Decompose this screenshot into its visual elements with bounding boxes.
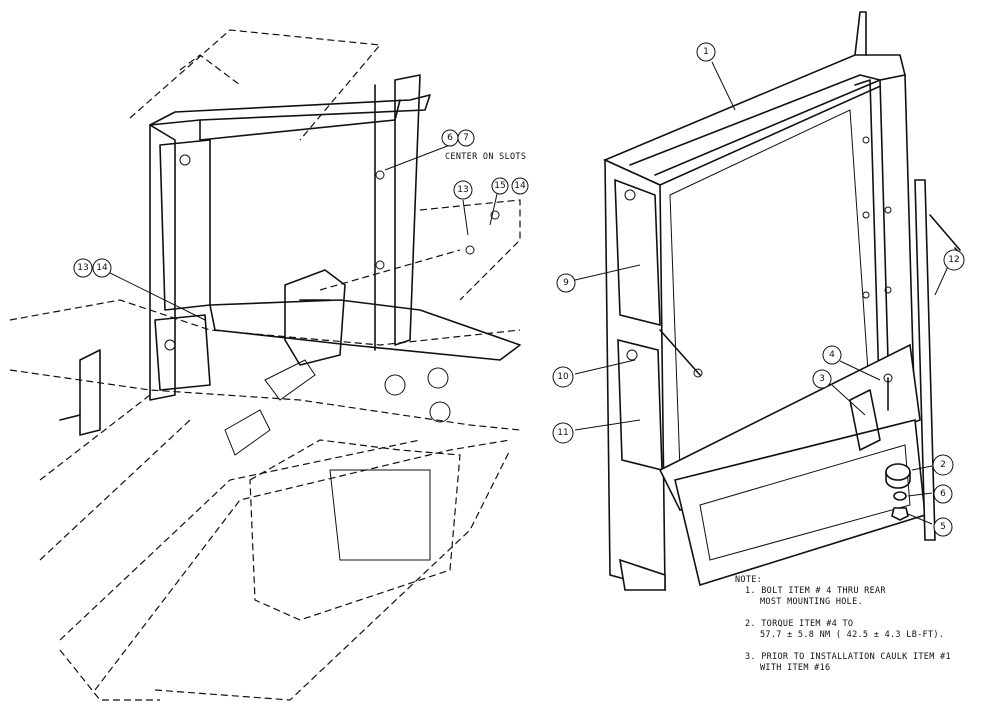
svg-text:3: 3 — [819, 374, 825, 384]
callout-13-top: 13 — [453, 180, 473, 200]
callout-7: 7 — [457, 129, 475, 147]
callout-11: 11 — [552, 422, 574, 444]
svg-text:15: 15 — [494, 181, 505, 191]
note-1-line-2: MOST MOUNTING HOLE. — [760, 597, 863, 607]
assembly-notes: NOTE: 1. BOLT ITEM # 4 THRU REAR MOST MO… — [735, 575, 951, 673]
svg-text:10: 10 — [557, 372, 569, 382]
svg-text:14: 14 — [514, 181, 526, 191]
svg-text:7: 7 — [463, 133, 469, 143]
note-3-line-2: WITH ITEM #16 — [760, 663, 830, 673]
svg-text:2: 2 — [940, 460, 946, 470]
svg-text:9: 9 — [563, 278, 569, 288]
callout-9: 9 — [556, 273, 576, 293]
svg-text:5: 5 — [940, 522, 946, 532]
callout-3: 3 — [812, 369, 832, 389]
callout-6: 6 — [441, 129, 459, 147]
svg-text:13: 13 — [77, 263, 88, 273]
callout-15: 15 — [491, 177, 509, 195]
svg-text:6: 6 — [447, 133, 453, 143]
svg-text:14: 14 — [96, 263, 108, 273]
exploded-shroud — [603, 11, 963, 592]
svg-text:6: 6 — [940, 489, 946, 499]
callout-14-top: 14 — [511, 177, 529, 195]
svg-text:12: 12 — [948, 255, 959, 265]
callout-4: 4 — [822, 345, 842, 365]
notes-heading: NOTE: — [735, 575, 762, 585]
callout-1: 1 — [696, 42, 716, 62]
svg-text:1: 1 — [703, 47, 709, 57]
svg-text:4: 4 — [829, 350, 835, 360]
svg-text:11: 11 — [557, 428, 568, 438]
callout-10: 10 — [552, 366, 574, 388]
callout-13-left: 13 — [73, 258, 93, 278]
callout-14-left: 14 — [92, 258, 112, 278]
right-callouts: 1 9 10 11 12 4 3 2 — [552, 42, 965, 537]
callout-6-right: 6 — [933, 484, 953, 504]
callout-5: 5 — [933, 517, 953, 537]
note-2-line-2: 57.7 ± 5.8 NM ( 42.5 ± 4.3 LB-FT). — [760, 630, 944, 640]
installed-view — [9, 29, 521, 701]
left-callouts: 6 7 CENTER ON SLOTS 13 15 14 13 14 — [73, 129, 529, 321]
note-3-line-1: 3. PRIOR TO INSTALLATION CAULK ITEM #1 — [745, 652, 951, 662]
note-2-line-1: 2. TORQUE ITEM #4 TO — [745, 619, 853, 629]
callout-2: 2 — [932, 454, 954, 476]
svg-text:13: 13 — [457, 185, 468, 195]
center-on-slots-note: CENTER ON SLOTS — [445, 152, 526, 162]
callout-12: 12 — [943, 249, 965, 271]
note-1-line-1: 1. BOLT ITEM # 4 THRU REAR — [745, 586, 886, 596]
